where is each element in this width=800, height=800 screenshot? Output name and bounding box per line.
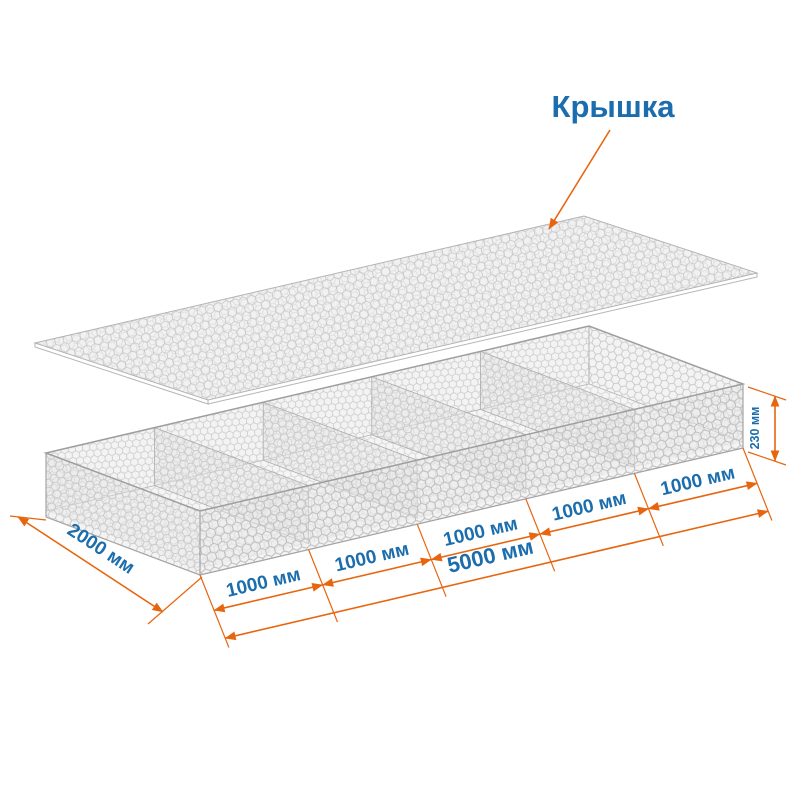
gabion-box (43, 325, 746, 576)
total-length-dimension-line (224, 509, 769, 641)
lid-mesh-overlay (35, 216, 757, 400)
width-dimension-line (17, 516, 164, 613)
extension-line (747, 386, 787, 401)
segment-dimension-line (647, 481, 758, 511)
lid-label: Крышка (552, 89, 676, 124)
segment-dimension-label: 1000 мм (224, 564, 302, 602)
extension-line (9, 515, 47, 521)
height-dimension-label: 230 мм (748, 407, 762, 450)
lid-mesh-panel (33, 215, 759, 405)
segment-dimension-label: 1000 мм (550, 488, 628, 526)
segment-dimension-label: 1000 мм (333, 539, 411, 577)
segment-dimension-label: 1000 мм (659, 462, 737, 500)
extension-line (747, 451, 787, 466)
box-bottom-edges (45, 384, 744, 576)
lid-thickness-edge (34, 273, 758, 405)
extension-line (147, 576, 203, 625)
lid-leader-arrow (548, 129, 611, 230)
dimensions (9, 129, 787, 648)
